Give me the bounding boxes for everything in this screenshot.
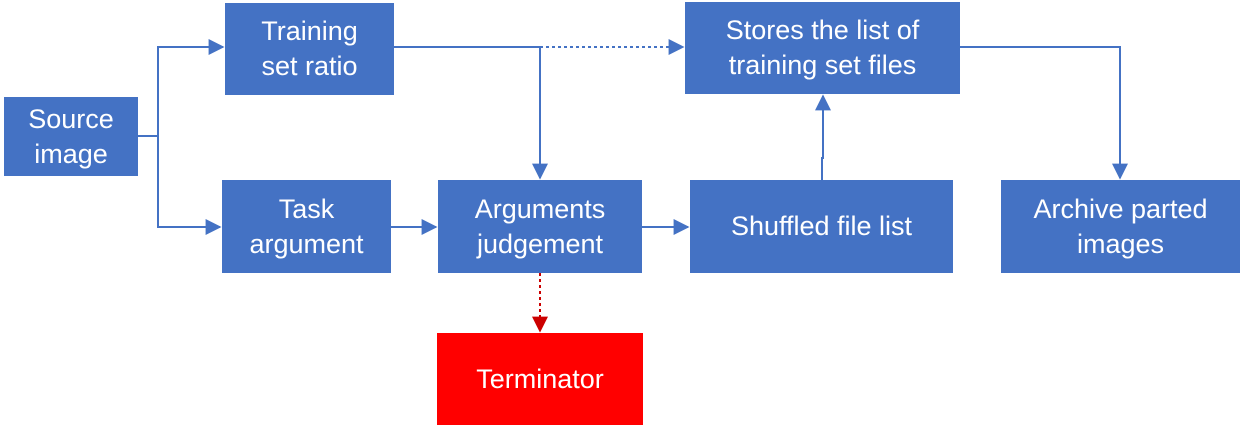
terminator-node: Terminator: [437, 333, 643, 425]
edge-source-to-ratio: [157, 39, 225, 136]
task-argument-node: Task argument: [222, 180, 391, 273]
edge-ratio-to-judgement: [394, 46, 548, 180]
edge-source-to-task: [157, 136, 222, 235]
training-set-ratio-node: Training set ratio: [225, 3, 394, 95]
archive-parted-images-node: Archive parted images: [1001, 180, 1240, 273]
arguments-judgement-node: Arguments judgement: [438, 180, 642, 273]
edge-stores-to-archive: [960, 46, 1128, 180]
source-image-node: Source image: [4, 97, 138, 176]
shuffled-file-list-node: Shuffled file list: [690, 180, 953, 273]
stores-training-list-node: Stores the list of training set files: [685, 2, 960, 94]
edge-shuffled-to-stores: [815, 94, 831, 180]
